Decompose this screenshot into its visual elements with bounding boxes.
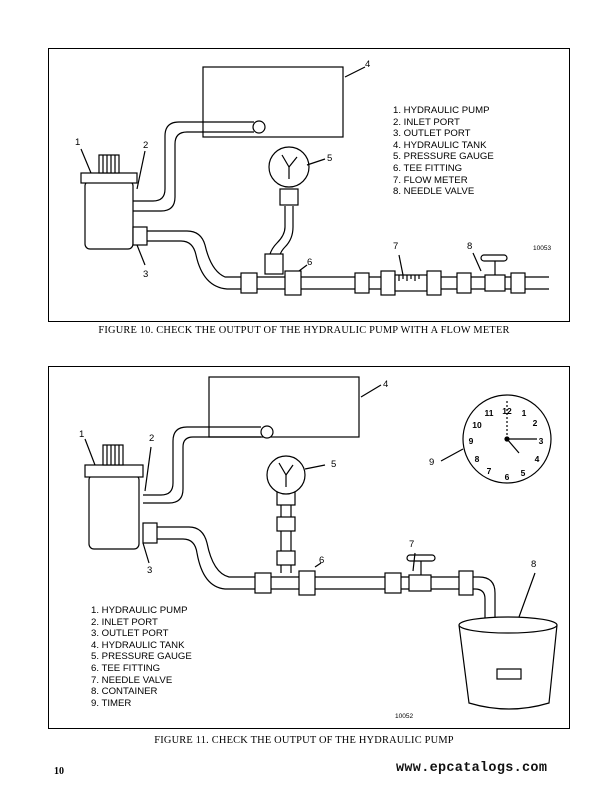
container-shape bbox=[458, 624, 558, 710]
callout-5: 5 bbox=[327, 153, 333, 164]
legend-item: 4. HYDRAULIC TANK bbox=[91, 639, 185, 651]
legend-item: 4. HYDRAULIC TANK bbox=[393, 139, 487, 151]
legend-item: 8. NEEDLE VALVE bbox=[393, 186, 475, 198]
timer-numeral: 8 bbox=[474, 454, 480, 464]
legend-item: 7. FLOW METER bbox=[393, 174, 468, 186]
legend-item: 5. PRESSURE GAUGE bbox=[393, 151, 494, 163]
timer-numeral: 11 bbox=[484, 408, 494, 418]
callout-2: 2 bbox=[149, 433, 155, 444]
legend-item: 2. INLET PORT bbox=[91, 616, 158, 628]
callout-3: 3 bbox=[143, 269, 149, 280]
callout-5: 5 bbox=[331, 459, 337, 470]
legend-item: 6. TEE FITTING bbox=[393, 162, 463, 174]
watermark-link[interactable]: www.epcatalogs.com bbox=[396, 761, 548, 776]
figure-11-legend: 1. HYDRAULIC PUMP 2. INLET PORT 3. OUTLE… bbox=[91, 605, 192, 709]
legend-item: 3. OUTLET PORT bbox=[91, 628, 169, 640]
legend-item: 2. INLET PORT bbox=[393, 116, 460, 128]
drawing-number: 10053 bbox=[533, 245, 552, 252]
callout-6: 6 bbox=[307, 257, 313, 268]
callout-2: 2 bbox=[143, 140, 149, 151]
legend-item: 7. NEEDLE VALVE bbox=[91, 674, 173, 686]
figure-11-caption: FIGURE 11. CHECK THE OUTPUT OF THE HYDRA… bbox=[154, 735, 454, 746]
legend-item: 5. PRESSURE GAUGE bbox=[91, 651, 192, 663]
callout-8: 8 bbox=[531, 559, 537, 570]
callout-7: 7 bbox=[409, 539, 415, 550]
callout-8: 8 bbox=[467, 241, 473, 252]
timer-numeral: 2 bbox=[532, 418, 538, 428]
callout-1: 1 bbox=[79, 429, 85, 440]
figure-10-frame: 1. HYDRAULIC PUMP 2. INLET PORT 3. OUTLE… bbox=[48, 48, 570, 322]
figure-11-frame: 12 1 2 3 4 5 6 7 8 9 10 11 1. HYDRAULIC … bbox=[48, 366, 570, 729]
timer-numeral: 1 bbox=[521, 408, 527, 418]
figure-11-drawing bbox=[84, 376, 558, 710]
hydraulic-tank-shape bbox=[202, 66, 344, 138]
timer-numeral: 9 bbox=[468, 436, 474, 446]
callout-9: 9 bbox=[429, 457, 435, 468]
legend-item: 8. CONTAINER bbox=[91, 686, 158, 698]
hydraulic-pump-shape bbox=[84, 180, 134, 250]
figure-10-legend: 1. HYDRAULIC PUMP 2. INLET PORT 3. OUTLE… bbox=[393, 105, 494, 198]
legend-item: 1. HYDRAULIC PUMP bbox=[91, 605, 188, 616]
timer-numeral: 6 bbox=[504, 472, 510, 482]
timer-numeral: 12 bbox=[502, 406, 512, 416]
callout-6: 6 bbox=[319, 555, 325, 566]
figure-10-drawing bbox=[80, 66, 549, 296]
callout-4: 4 bbox=[383, 379, 389, 390]
hydraulic-pump-shape bbox=[88, 474, 140, 550]
callout-3: 3 bbox=[147, 565, 153, 576]
drawing-number: 10052 bbox=[395, 713, 414, 720]
legend-item: 1. HYDRAULIC PUMP bbox=[393, 105, 490, 116]
figure-10-caption: FIGURE 10. CHECK THE OUTPUT OF THE HYDRA… bbox=[98, 325, 510, 336]
timer-numeral: 3 bbox=[538, 436, 544, 446]
callout-4: 4 bbox=[365, 59, 371, 70]
page-number: 10 bbox=[54, 766, 64, 777]
legend-item: 6. TEE FITTING bbox=[91, 662, 161, 674]
callout-7: 7 bbox=[393, 241, 399, 252]
needle-valve-shape bbox=[408, 574, 432, 592]
timer-numeral: 4 bbox=[534, 454, 540, 464]
legend-item: 9. TIMER bbox=[91, 697, 132, 709]
timer-numeral: 7 bbox=[486, 466, 492, 476]
hydraulic-tank-shape bbox=[208, 376, 360, 438]
needle-valve-shape bbox=[484, 274, 506, 292]
legend-item: 3. OUTLET PORT bbox=[393, 128, 471, 140]
timer-numeral: 5 bbox=[520, 468, 526, 478]
callout-1: 1 bbox=[75, 137, 81, 148]
timer-numeral: 10 bbox=[472, 420, 482, 430]
